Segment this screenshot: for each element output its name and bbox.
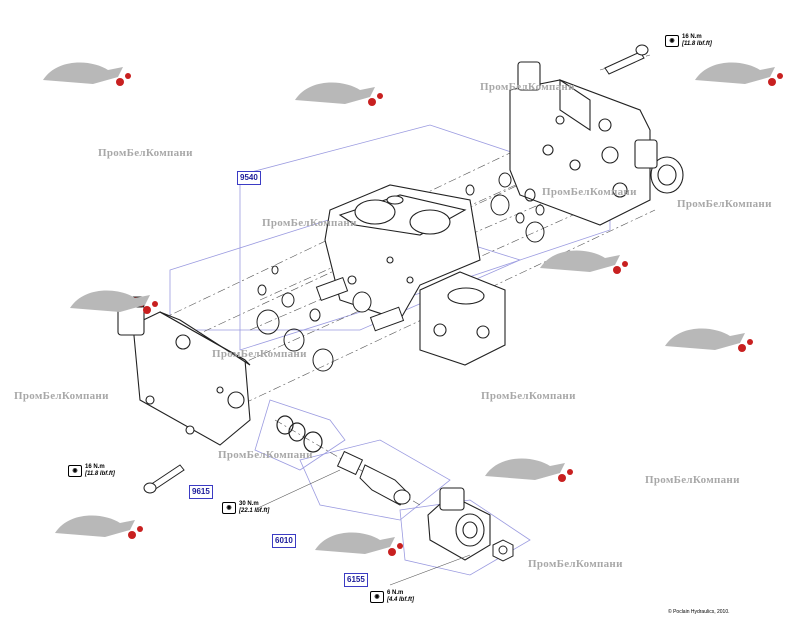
seal-rings-right: [465, 172, 545, 243]
torque-wrench-icon: ◉: [68, 465, 82, 477]
ref-6010: 6010: [272, 534, 296, 548]
torque-callout-left: ◉ 16 N.m[11.8 lbf.ft]: [68, 464, 115, 478]
bolt-left: [143, 464, 185, 494]
torque-nm: 16 N.m: [682, 34, 702, 40]
torque-callout-top-right: ◉ 16 N.m[11.8 lbf.ft]: [665, 34, 712, 48]
watermark-text: ПромБелКомпани: [212, 348, 307, 360]
torque-lbf: [22.1 lbf.ft]: [239, 508, 270, 514]
watermark-logo: [50, 505, 150, 550]
torque-lbf: [11.8 lbf.ft]: [85, 471, 115, 477]
torque-nm: 30 N.m: [239, 501, 259, 507]
watermark-text: ПромБелКомпани: [262, 217, 357, 229]
watermark-text: ПромБелКомпани: [98, 147, 193, 159]
watermark-text: ПромБелКомпани: [645, 474, 740, 486]
watermark-text: ПромБелКомпани: [528, 558, 623, 570]
bolt-top-right: [604, 44, 649, 75]
torque-callout-bottom: ◉ 6 N.m[4.4 lbf.ft]: [370, 590, 414, 604]
watermark-text: ПромБелКомпани: [480, 81, 575, 93]
seal-rings-left: [256, 265, 334, 372]
solenoid-coil: [427, 487, 491, 561]
watermark-logo: [65, 280, 165, 325]
watermark-logo: [660, 318, 760, 363]
torque-wrench-icon: ◉: [370, 591, 384, 603]
watermark-logo: [690, 52, 790, 97]
ref-9540: 9540: [237, 171, 261, 185]
torque-wrench-icon: ◉: [665, 35, 679, 47]
torque-lbf: [11.8 lbf.ft]: [682, 41, 712, 47]
ref-6155: 6155: [344, 573, 368, 587]
watermark-text: ПромБелКомпани: [677, 198, 772, 210]
ref-9615: 9615: [189, 485, 213, 499]
watermark-text: ПромБелКомпани: [218, 449, 313, 461]
watermark-logo: [310, 522, 410, 567]
right-end-cover: [509, 61, 684, 226]
watermark-logo: [290, 72, 390, 117]
auxiliary-block: [419, 271, 506, 366]
watermark-logo: [480, 448, 580, 493]
torque-wrench-icon: ◉: [222, 502, 236, 514]
watermark-text: ПромБелКомпани: [542, 186, 637, 198]
torque-nm: 16 N.m: [85, 464, 105, 470]
watermark-text: ПромБелКомпани: [14, 390, 109, 402]
spool-springs: [315, 276, 405, 332]
torque-lbf: [4.4 lbf.ft]: [387, 597, 414, 603]
lock-nut: [492, 539, 514, 562]
torque-callout-mid: ◉ 30 N.m[22.1 lbf.ft]: [222, 501, 269, 515]
center-valve-block: [324, 184, 481, 321]
watermark-logo: [535, 240, 635, 285]
torque-leaders: [257, 469, 471, 586]
torque-nm: 6 N.m: [387, 590, 404, 596]
cartridge-valve: [336, 450, 411, 506]
watermark-text: ПромБелКомпани: [481, 390, 576, 402]
watermark-logo: [38, 52, 138, 97]
copyright-notice: © Poclain Hydraulics, 2010.: [668, 609, 730, 615]
seal-rings-9615: [276, 415, 323, 453]
